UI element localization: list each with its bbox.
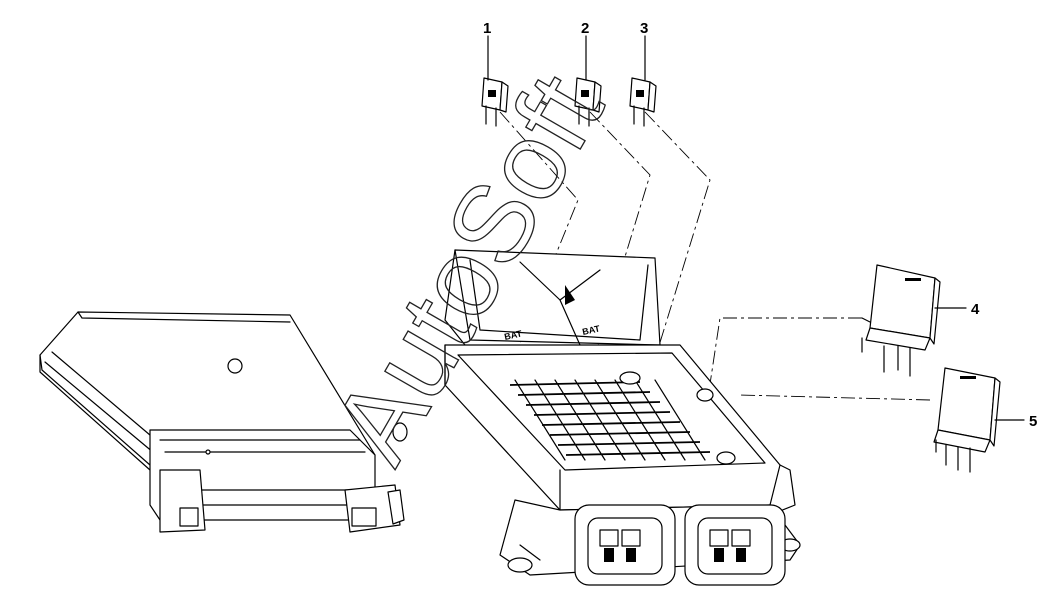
mini-fuse-3 — [629, 77, 657, 127]
callout-3: 3 — [640, 20, 648, 37]
callout-5: 5 — [1029, 413, 1037, 430]
bat-label-left: BAT — [503, 328, 523, 342]
callout-lines — [487, 35, 1025, 421]
mini-fuse-1 — [481, 77, 509, 127]
callout-4: 4 — [971, 301, 980, 318]
callout-2: 2 — [581, 20, 589, 37]
connector-left — [574, 504, 676, 586]
fuse-slot-grid — [509, 379, 711, 461]
fuse-box-cover — [39, 311, 405, 533]
bat-label-right: BAT — [581, 323, 601, 337]
callout-1: 1 — [483, 20, 491, 37]
relay-5 — [933, 367, 1001, 473]
mini-fuse-2 — [574, 77, 602, 127]
relay-4 — [861, 264, 941, 377]
connector-right — [684, 504, 786, 586]
fuse-relay-box-housing: BAT BAT — [392, 249, 801, 586]
